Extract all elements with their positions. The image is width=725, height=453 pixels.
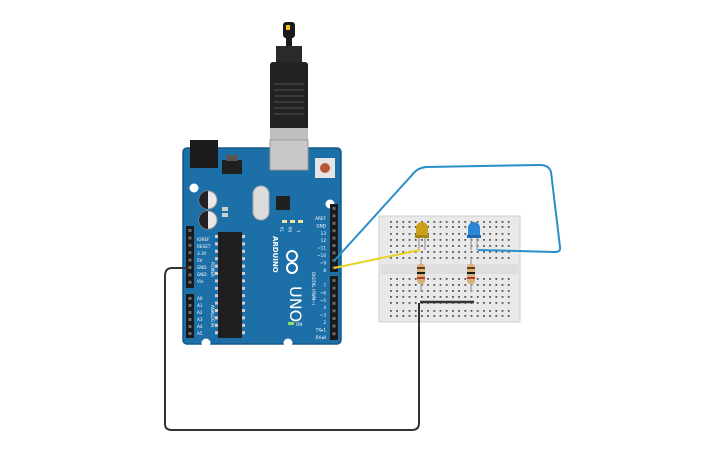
tx-label: TX — [280, 227, 285, 233]
power-pin-label: 3.3V — [197, 251, 207, 256]
power-pin-label: GND — [197, 272, 207, 277]
digital-pin-label: ~11 — [317, 246, 326, 251]
arduino-board[interactable]: TX RX L ON ARDUINO UNO IOREF RESET 3.3V 5V G… — [182, 139, 342, 348]
digital-pin-label: 12 — [321, 238, 327, 243]
black-ground-wire[interactable] — [164, 267, 420, 431]
resistor-1[interactable] — [417, 258, 425, 292]
analog-pin-label: A1 — [197, 303, 203, 308]
digital-pin-label: ~6 — [320, 290, 327, 295]
infinity-logo-icon — [286, 250, 298, 274]
digital-pin-label: ~10 — [317, 253, 326, 258]
led-blue[interactable] — [467, 222, 481, 250]
power-pin-labels: IOREF RESET 3.3V 5V GND GND Vin — [197, 237, 211, 284]
on-label: ON — [296, 322, 302, 327]
digital-pin-label: ~9 — [320, 260, 327, 265]
digital-pin-label: 7 — [323, 283, 326, 288]
analog-pin-label: A0 — [197, 296, 203, 301]
usb-cable[interactable] — [270, 22, 308, 140]
analog-pin-label: A3 — [197, 317, 203, 322]
blue-wire-pin9[interactable] — [333, 163, 562, 262]
digital-pin-label: 8 — [323, 268, 326, 273]
analog-pin-label: A5 — [197, 331, 203, 336]
atmega-chip — [218, 232, 242, 338]
digital-bottom-labels: 7 ~6 ~5 4 ~3 2TX▸1RX◂0 — [315, 283, 327, 340]
breadboard[interactable] — [378, 215, 521, 323]
analog-pin-label: A4 — [197, 324, 203, 329]
rx-label: RX — [288, 226, 293, 232]
resistor-2[interactable] — [467, 258, 475, 292]
digital-pin-label: 4 — [323, 305, 326, 310]
digital-top-labels: AREF GND 13 12 ~11 ~10 ~9 8 — [315, 216, 326, 273]
power-pin-label: GND — [197, 265, 207, 270]
digital-pin-label: GND — [316, 223, 326, 228]
power-pin-label: IOREF — [197, 237, 210, 242]
analog-section-label: ANALOG IN — [210, 305, 215, 327]
digital-pin-label: 13 — [321, 231, 327, 236]
digital-pin-label: 2 — [323, 320, 326, 325]
power-jack[interactable] — [190, 140, 218, 168]
digital-pin-label: TX▸1 — [315, 327, 327, 332]
power-pin-label: 5V — [197, 258, 203, 263]
analog-pin-label: A2 — [197, 310, 203, 315]
digital-pin-label: ~3 — [320, 313, 327, 318]
power-pin-label: RESET — [197, 244, 211, 249]
power-header[interactable] — [186, 226, 194, 288]
model-label: UNO — [286, 286, 305, 322]
digital-pin-label: RX◂0 — [315, 335, 326, 340]
digital-pin-label: AREF — [315, 216, 326, 221]
yellow-wire-pin8[interactable] — [333, 249, 421, 269]
l-label: L — [296, 229, 301, 232]
analog-header[interactable] — [186, 294, 194, 338]
digital-section-label: DIGITAL (PWM~) — [311, 272, 316, 306]
digital-header-bottom[interactable] — [330, 276, 338, 340]
arduino-logo: ARDUINO — [271, 236, 279, 273]
power-section-label: POWER — [210, 262, 215, 277]
usb-port[interactable] — [269, 139, 309, 171]
digital-pin-label: ~5 — [320, 298, 327, 303]
led-yellow[interactable] — [415, 222, 429, 250]
power-pin-label: Vin — [197, 279, 204, 284]
